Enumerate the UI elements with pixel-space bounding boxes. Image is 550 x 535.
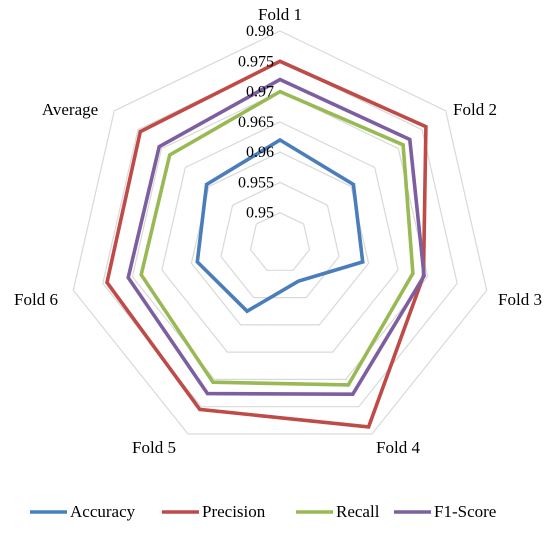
tick-label-1: 0.955 [238,174,274,191]
tick-label-5: 0.975 [238,53,274,70]
tick-label-6: 0.98 [246,23,274,40]
grid-ring-1 [220,181,340,299]
series-line-accuracy [195,137,365,314]
axis-label-fold-4: Fold 4 [376,438,420,457]
axis-label-fold-6: Fold 6 [14,290,58,309]
radar-series [105,59,428,429]
axis-label-fold-3: Fold 3 [498,290,542,309]
axis-label-fold-5: Fold 5 [132,438,176,457]
tick-label-4: 0.97 [246,84,274,101]
legend-label-accuracy: Accuracy [70,502,136,521]
tick-label-0: 0.95 [246,205,274,222]
grid-ring-6 [72,30,488,435]
radial-tick-labels: 0.95 0.955 0.96 0.965 0.97 0.975 0.98 [238,23,274,222]
axis-label-fold-2: Fold 2 [453,100,497,119]
legend: Accuracy Precision Recall F1-Score [30,502,496,521]
tick-label-3: 0.965 [238,114,274,131]
legend-label-recall: Recall [336,502,380,521]
grid-ring-0 [249,212,311,271]
axis-label-fold-1: Fold 1 [258,5,302,24]
axis-labels: Fold 1 Fold 2 Fold 3 Fold 4 Fold 5 Fold 6 Aver… [14,5,542,457]
grid-ring-3 [161,121,399,353]
series-line-precision [105,59,428,429]
legend-label-f1-score: F1-Score [434,502,496,521]
series-line-f1-score [126,77,426,397]
tick-label-2: 0.96 [246,144,274,161]
axis-label-average: Average [42,100,98,119]
series-line-recall [139,89,415,387]
grid-ring-5 [102,60,458,408]
legend-label-precision: Precision [202,502,266,521]
